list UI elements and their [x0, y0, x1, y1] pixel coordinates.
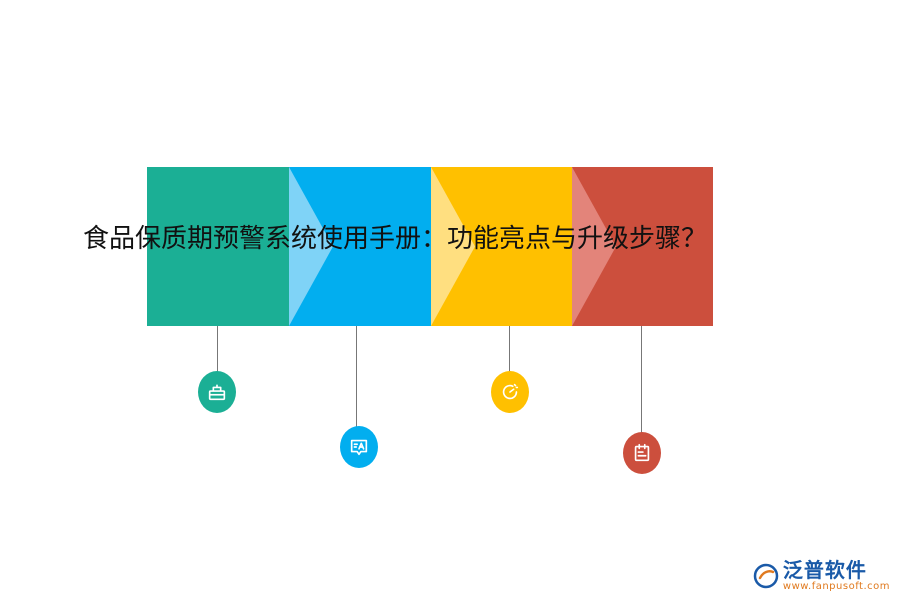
cake-icon: [208, 384, 226, 401]
chevron-arrow-4: [572, 167, 616, 326]
refresh-icon: [502, 383, 519, 400]
stem-2: [356, 326, 357, 427]
step-band-1: [147, 167, 289, 326]
chevron-arrow-2: [289, 167, 333, 326]
logo-url: www.fanpusoft.com: [782, 581, 890, 592]
page-title: 食品保质期预警系统使用手册：功能亮点与升级步骤？: [83, 224, 708, 254]
stem-1: [217, 326, 218, 372]
stem-4: [641, 326, 642, 434]
text-image-icon: [350, 439, 368, 456]
step-1-icon-circle: [198, 371, 236, 413]
fanpu-logo-icon: [753, 563, 779, 588]
stem-3: [509, 326, 510, 372]
calendar-icon: [634, 443, 650, 462]
brand-logo: 泛普软件 www.fanpusoft.com: [753, 559, 890, 592]
step-4-icon-circle: [623, 432, 661, 474]
step-2-icon-circle: [340, 426, 378, 468]
step-3-icon-circle: [491, 371, 529, 413]
chevron-arrow-3: [431, 167, 475, 326]
logo-name: 泛普软件: [782, 558, 867, 582]
